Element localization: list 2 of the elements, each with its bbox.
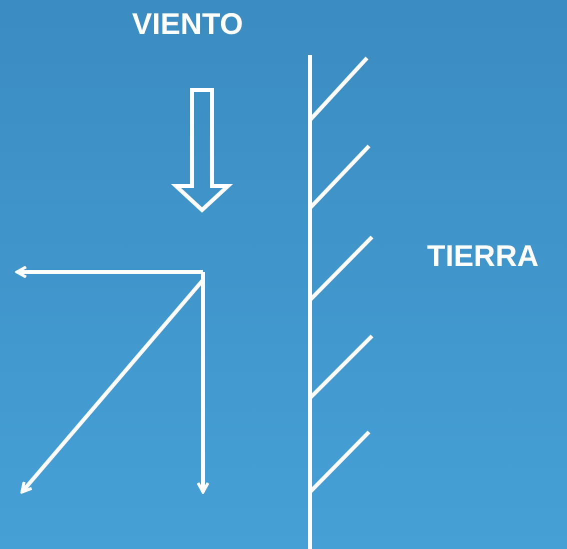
wind-label: VIENTO	[132, 8, 244, 42]
land-label: TIERRA	[427, 240, 539, 274]
